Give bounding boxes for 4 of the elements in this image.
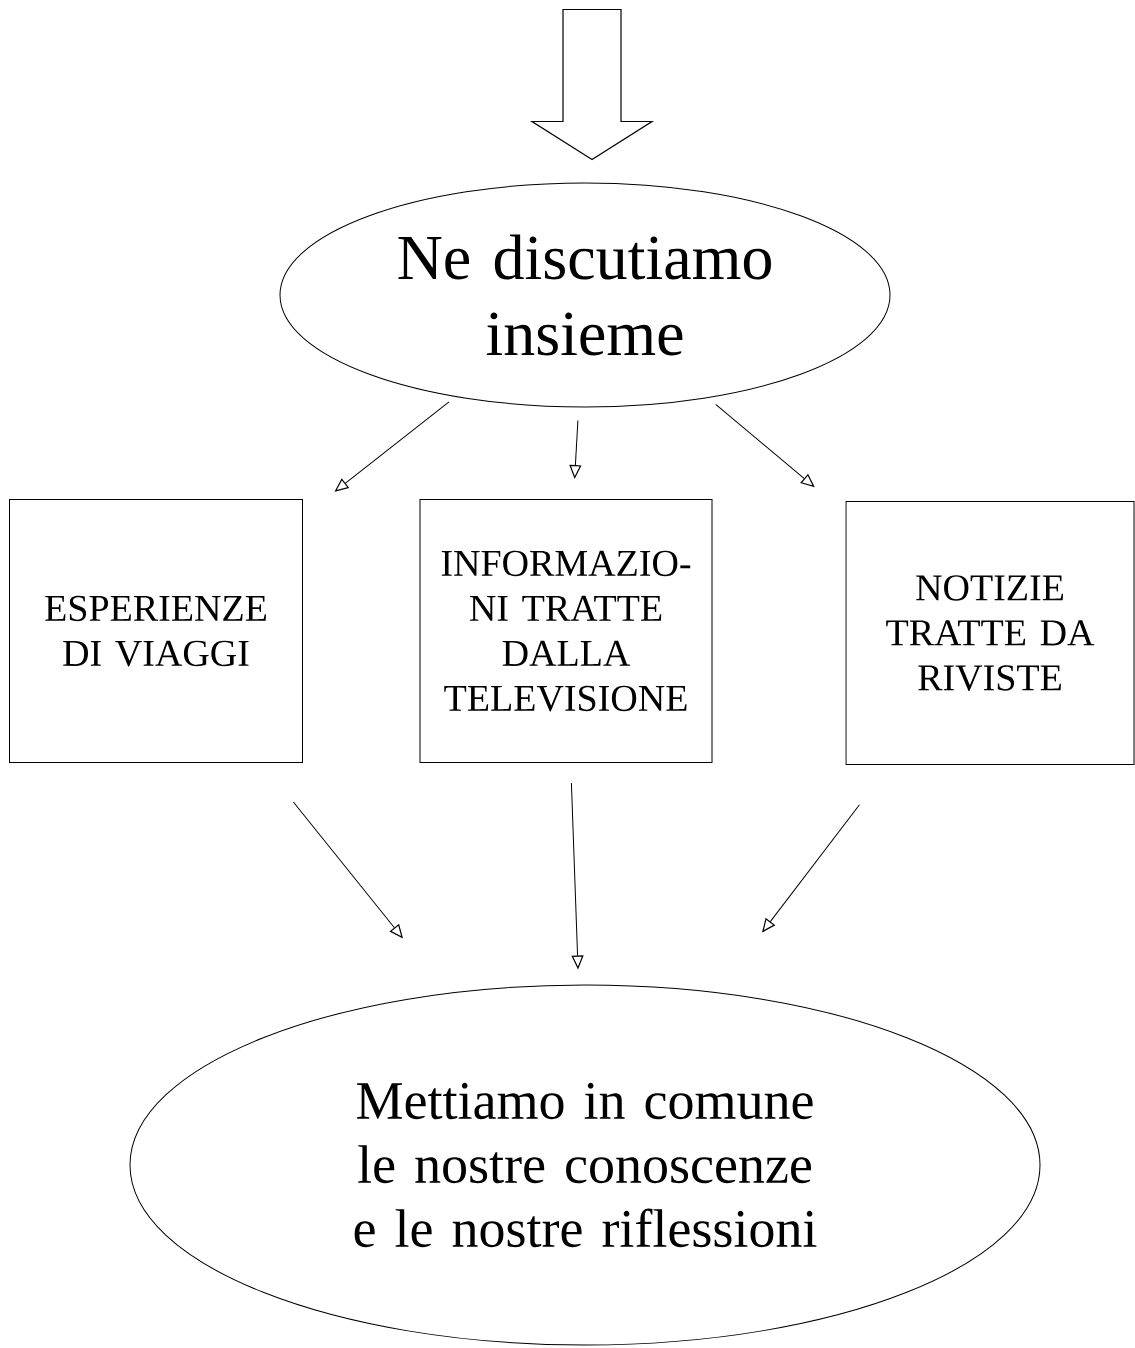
topic-box: ESPERIENZE DI VIAGGI — [9, 499, 303, 763]
topic-box: NOTIZIE TRATTE DA RIVISTE — [845, 501, 1135, 765]
arrow — [569, 419, 582, 479]
topic-box: INFORMAZIO- NI TRATTE DALLA TELEVISIONE — [419, 499, 713, 763]
